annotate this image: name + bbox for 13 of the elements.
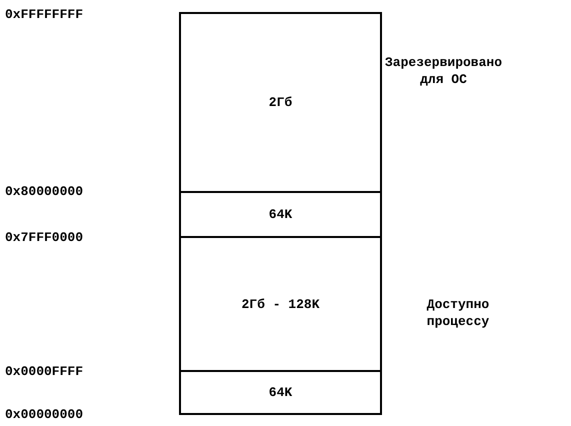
address-label: 0x80000000 bbox=[5, 185, 84, 199]
address-label: 0xFFFFFFFF bbox=[5, 8, 84, 22]
region-size-label: 2Гб bbox=[268, 95, 292, 110]
region-size-label: 64K bbox=[268, 207, 292, 222]
memory-region-box bbox=[179, 191, 382, 238]
region-description: Зарезервировано для ОС bbox=[384, 54, 504, 88]
address-label: 0x7FFF0000 bbox=[5, 231, 84, 245]
region-size-label: 64K bbox=[268, 385, 292, 400]
address-label: 0x00000000 bbox=[5, 408, 84, 422]
address-label: 0x0000FFFF bbox=[5, 365, 84, 379]
memory-region-box bbox=[179, 370, 382, 415]
region-size-label: 2Гб - 128K bbox=[241, 296, 320, 312]
region-description: Доступно процессу bbox=[426, 296, 490, 330]
